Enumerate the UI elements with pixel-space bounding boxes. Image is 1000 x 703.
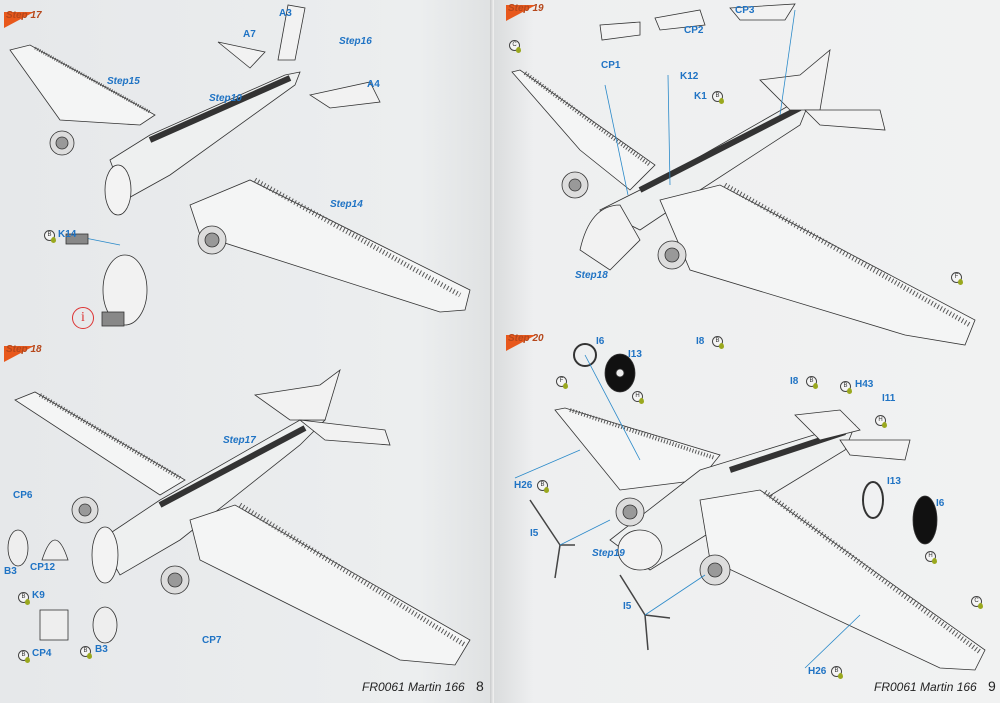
part-label-b3: B3 (95, 644, 108, 655)
step-18-badge: Step 18 (4, 344, 46, 362)
step-ref-18: Step18 (575, 270, 608, 281)
part-label-k1: K1 (694, 91, 707, 102)
part-label-i6: I6 (596, 336, 605, 347)
step-18-title: Step 18 (6, 344, 42, 355)
footer-product: FR0061 Martin 166 (362, 680, 465, 694)
paint-marker-icon: B (18, 650, 30, 663)
step-badge-flag-icon (4, 346, 34, 362)
paint-marker-icon: B (712, 91, 724, 104)
book-spine (490, 0, 494, 703)
step-ref-19: Step19 (592, 548, 625, 559)
part-label-cp1: CP1 (601, 60, 621, 71)
paint-marker-icon: B (806, 376, 818, 389)
part-label-a3: A3 (279, 8, 292, 19)
part-label-i6: I6 (936, 498, 945, 509)
part-label-a7: A7 (243, 29, 256, 40)
part-label-a4: A4 (367, 79, 380, 90)
part-label-cp3: CP3 (735, 5, 755, 16)
page-number: 8 (476, 678, 484, 694)
paint-marker-icon: F (556, 376, 568, 389)
part-label-i5: I5 (530, 528, 539, 539)
step-badge-flag-icon (506, 335, 536, 351)
paint-marker-icon: F (951, 272, 963, 285)
paint-marker-icon: B (712, 336, 724, 349)
paint-marker-icon: B (831, 666, 843, 679)
paint-marker-icon: C (509, 40, 521, 53)
paint-marker-icon: B (840, 381, 852, 394)
part-label-b3: B3 (4, 566, 17, 577)
paint-marker-icon: C (971, 596, 983, 609)
step-19-badge: Step 19 (506, 3, 548, 21)
footer-product: FR0061 Martin 166 (874, 680, 977, 694)
step18-drawing (7, 368, 471, 666)
part-label-i13: I13 (628, 349, 642, 360)
part-label-i5: I5 (623, 601, 632, 612)
paint-marker-icon: B (44, 230, 56, 243)
step-19-title: Step 19 (508, 3, 544, 14)
paint-marker-icon: H (632, 391, 644, 404)
part-label-h26: H26 (808, 666, 827, 677)
part-label-i8: I8 (696, 336, 705, 347)
step-20-badge: Step 20 (506, 333, 548, 351)
step-badge-flag-icon (4, 12, 34, 28)
step17-drawing (9, 4, 471, 327)
part-label-h26: H26 (514, 480, 533, 491)
step-17-title: Step 17 (6, 10, 42, 21)
part-label-k9: K9 (32, 590, 45, 601)
step-ref-16: Step16 (339, 36, 372, 47)
step-ref-10: Step10 (209, 93, 242, 104)
part-label-cp12: CP12 (30, 562, 56, 573)
part-label-k14: K14 (58, 229, 77, 240)
step-ref-17: Step17 (223, 435, 256, 446)
step-ref-14: Step14 (330, 199, 363, 210)
paint-marker-icon: B (537, 480, 549, 493)
paint-marker-icon: B (80, 646, 92, 659)
paint-marker-icon: H (875, 415, 887, 428)
part-label-h43: H43 (855, 379, 874, 390)
part-label-cp7: CP7 (202, 635, 222, 646)
part-label-cp4: CP4 (32, 648, 52, 659)
step20-drawing (514, 343, 986, 671)
part-label-i11: I11 (882, 393, 896, 404)
step-17-badge: Step 17 (4, 10, 46, 28)
step-badge-flag-icon (506, 5, 536, 21)
part-label-i13: I13 (887, 476, 901, 487)
part-label-cp6: CP6 (13, 490, 33, 501)
step-20-title: Step 20 (508, 333, 544, 344)
part-label-k12: K12 (680, 71, 699, 82)
page-number: 9 (988, 678, 996, 694)
paint-marker-icon: B (18, 592, 30, 605)
info-icon: i (72, 307, 94, 329)
part-label-cp2: CP2 (684, 25, 704, 36)
paint-marker-icon: H (925, 551, 937, 564)
step-ref-15: Step15 (107, 76, 140, 87)
step19-drawing (511, 3, 976, 346)
part-label-i8: I8 (790, 376, 799, 387)
